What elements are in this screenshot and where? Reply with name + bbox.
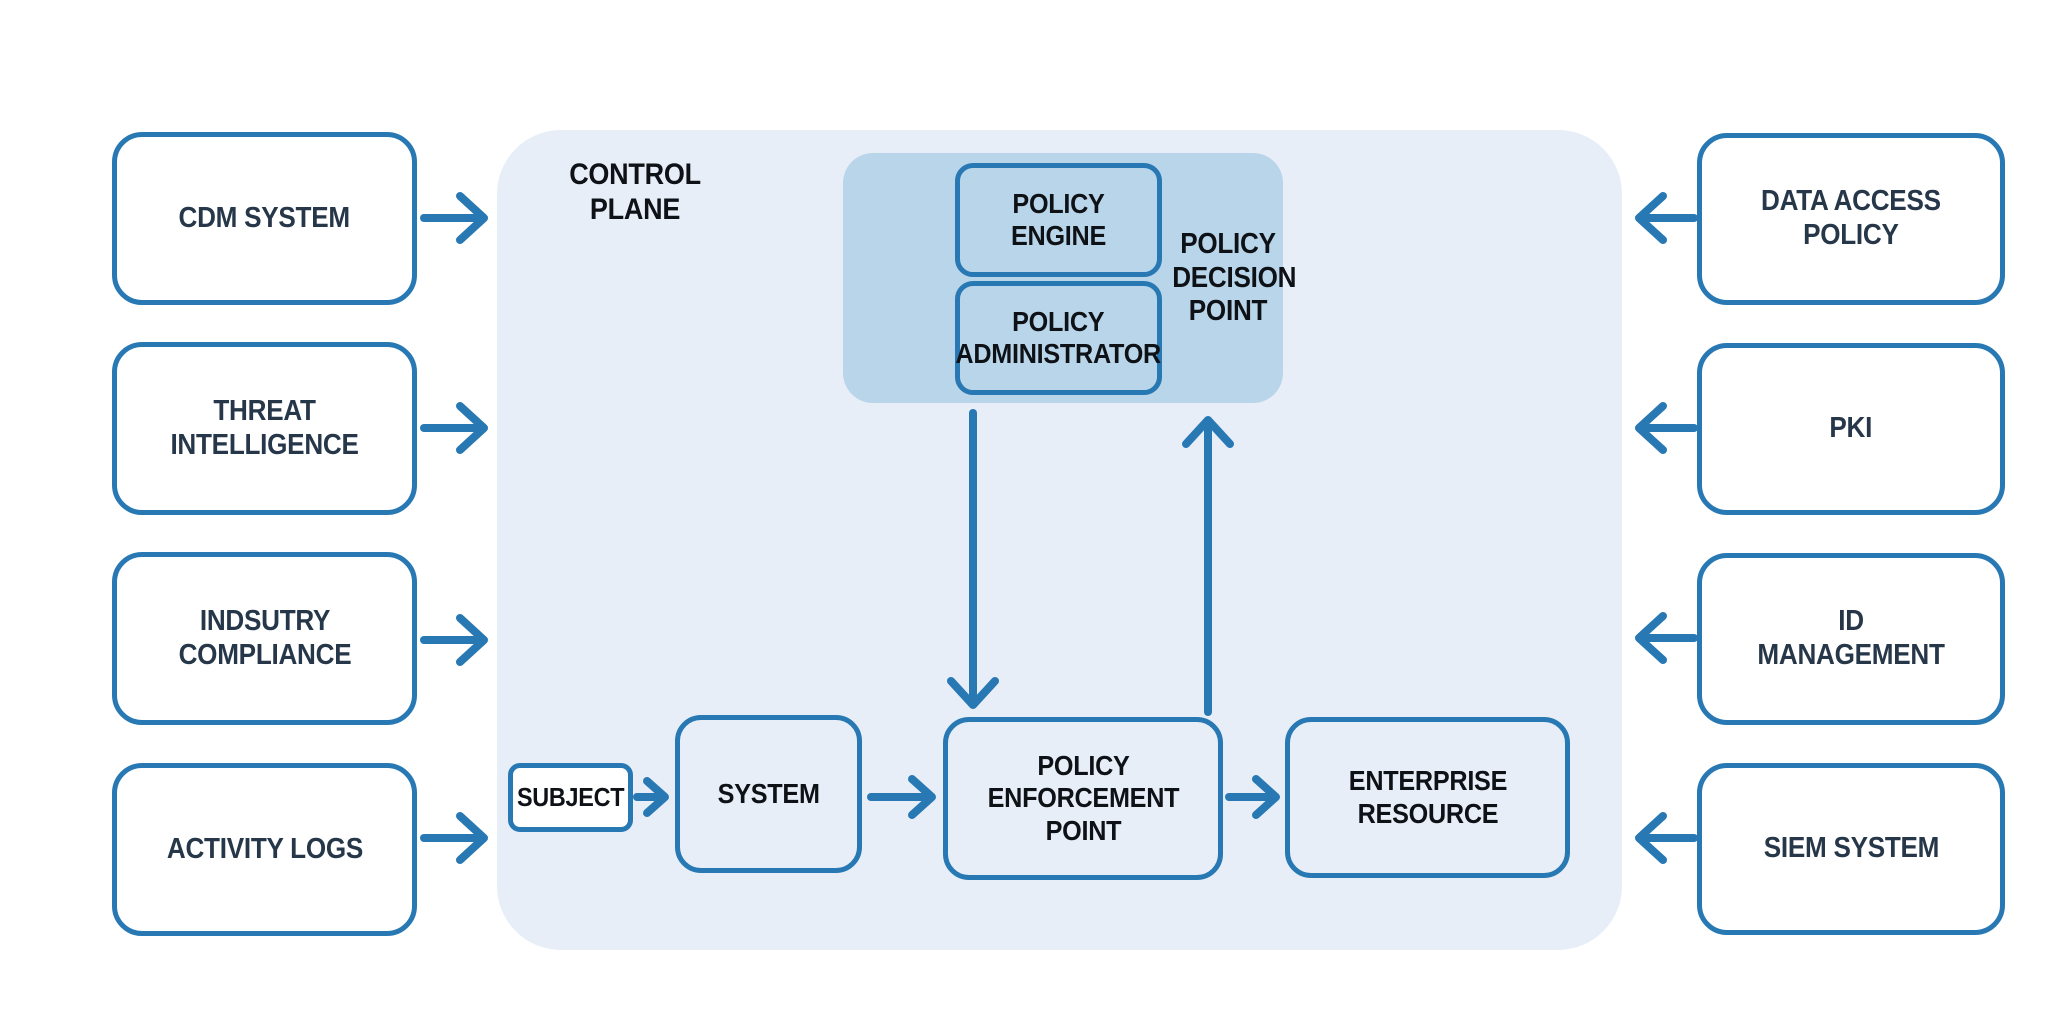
arrow-pki-to-control-plane bbox=[1635, 402, 1698, 454]
arrow-cdm-system-to-control-plane bbox=[420, 192, 488, 244]
arrow-data-access-policy-to-control-plane bbox=[1635, 192, 1698, 244]
enterprise-resource-label: ENTERPRISE RESOURCE bbox=[1348, 765, 1507, 829]
arrow-id-management-to-control-plane bbox=[1635, 612, 1698, 664]
policy-administrator-label: POLICY ADMINISTRATOR bbox=[955, 305, 1162, 369]
industry-compliance-label: INDSUTRY COMPLIANCE bbox=[178, 604, 351, 671]
node-subject: SUBJECT bbox=[508, 763, 633, 832]
id-management-label: ID MANAGEMENT bbox=[1757, 605, 1945, 671]
node-industry-compliance: INDSUTRY COMPLIANCE bbox=[112, 552, 417, 725]
node-siem-system: SIEM SYSTEM bbox=[1697, 763, 2005, 935]
activity-logs-label: ACTIVITY LOGS bbox=[166, 832, 363, 865]
node-policy-engine: POLICY ENGINE bbox=[955, 163, 1162, 277]
node-id-management: ID MANAGEMENT bbox=[1697, 553, 2005, 725]
arrow-activity-logs-to-control-plane bbox=[420, 812, 488, 864]
node-policy-enforcement-point: POLICY ENFORCEMENT POINT bbox=[943, 717, 1223, 880]
subject-label: SUBJECT bbox=[516, 782, 625, 813]
policy-decision-point-box bbox=[843, 153, 1283, 403]
pki-label: PKI bbox=[1829, 412, 1873, 445]
arrow-siem-system-to-control-plane bbox=[1635, 812, 1698, 864]
data-access-policy-label: DATA ACCESS POLICY bbox=[1761, 185, 1941, 251]
node-cdm-system: CDM SYSTEM bbox=[112, 132, 417, 305]
cdm-system-label: CDM SYSTEM bbox=[178, 201, 351, 234]
node-data-access-policy: DATA ACCESS POLICY bbox=[1697, 133, 2005, 305]
node-activity-logs: ACTIVITY LOGS bbox=[112, 763, 417, 936]
arrow-industry-compliance-to-control-plane bbox=[420, 614, 488, 666]
control-plane-label: CONTROL PLANE bbox=[569, 158, 701, 226]
threat-intelligence-label: THREAT INTELLIGENCE bbox=[170, 394, 359, 461]
policy-decision-point-label: POLICY DECISION POINT bbox=[1172, 228, 1297, 328]
system-label: SYSTEM bbox=[717, 777, 820, 809]
node-pki: PKI bbox=[1697, 343, 2005, 515]
policy-engine-label: POLICY ENGINE bbox=[1010, 187, 1107, 251]
node-policy-administrator: POLICY ADMINISTRATOR bbox=[955, 281, 1162, 395]
node-enterprise-resource: ENTERPRISE RESOURCE bbox=[1285, 717, 1570, 878]
arrow-threat-intelligence-to-control-plane bbox=[420, 402, 488, 454]
siem-system-label: SIEM SYSTEM bbox=[1763, 832, 1939, 865]
node-system: SYSTEM bbox=[675, 715, 862, 873]
node-threat-intelligence: THREAT INTELLIGENCE bbox=[112, 342, 417, 515]
policy-enforcement-point-label: POLICY ENFORCEMENT POINT bbox=[987, 749, 1179, 846]
